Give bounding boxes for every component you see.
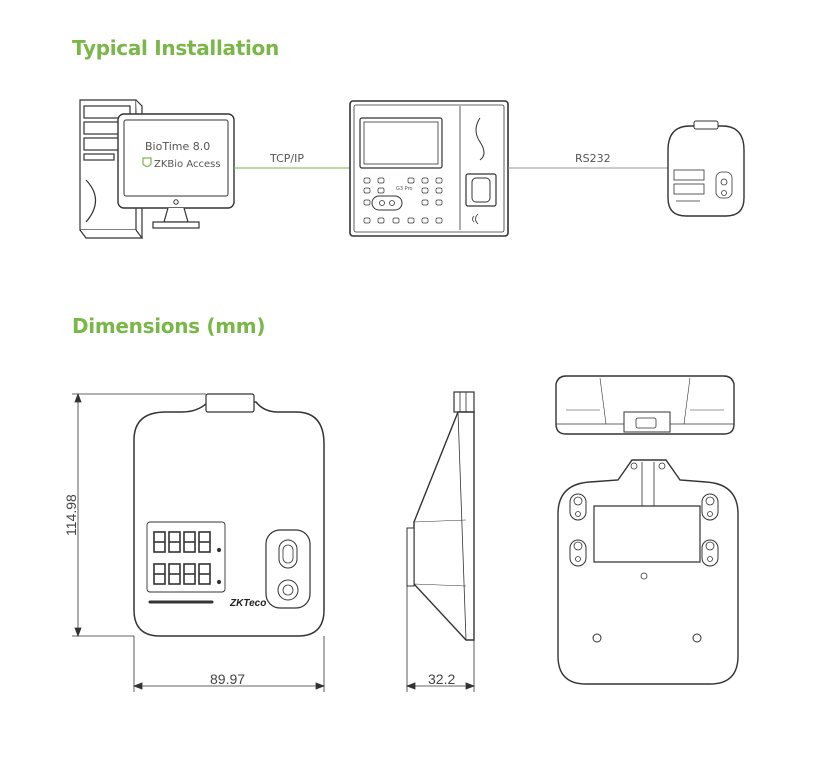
access-terminal xyxy=(349,100,509,237)
shield-icon xyxy=(142,157,152,168)
zkteco-logo: ZKTeco xyxy=(229,598,266,609)
width-dimension xyxy=(132,636,326,692)
software-biotime-label: BioTime 8.0 xyxy=(145,140,210,153)
rs232-label: RS232 xyxy=(575,152,611,165)
terminal-model-label: G3 Pro xyxy=(396,186,413,192)
reader-front-view xyxy=(133,393,325,637)
depth-dimension xyxy=(405,586,476,692)
reader-top-view xyxy=(555,375,735,435)
tcpip-label: TCP/IP xyxy=(269,152,304,165)
reader-small xyxy=(667,120,745,217)
monitor xyxy=(117,113,235,229)
software-zkbio-label: ZKBio Access xyxy=(154,159,221,170)
depth-dimension-label: 32.2 xyxy=(428,671,455,687)
height-dimension-label: 114.98 xyxy=(63,494,79,536)
seven-segment-display-top xyxy=(153,531,222,553)
width-dimension-label: 89.97 xyxy=(210,671,245,687)
reader-back-view xyxy=(557,459,739,685)
typical-installation-heading: Typical Installation xyxy=(72,36,279,60)
seven-segment-display-bottom xyxy=(153,563,222,585)
terminal-keypad xyxy=(363,177,443,224)
reader-side-view xyxy=(406,391,475,641)
height-dimension xyxy=(72,392,206,638)
dimensions-heading: Dimensions (mm) xyxy=(72,314,266,338)
